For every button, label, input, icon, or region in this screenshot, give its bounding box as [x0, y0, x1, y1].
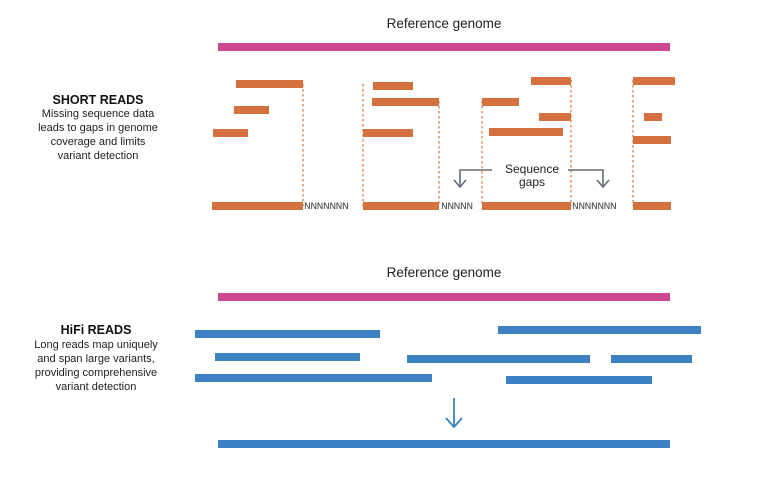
- short-desc-line: leads to gaps in genome: [38, 122, 158, 134]
- hifi-reads-description: Long reads map uniquely and span large v…: [6, 338, 186, 394]
- gap-pointer-arrow-left: [453, 169, 492, 189]
- short-desc-line: variant detection: [57, 150, 139, 162]
- hifi-read: [195, 374, 432, 382]
- short-contig: [633, 202, 671, 210]
- short-read: [234, 106, 269, 114]
- hifi-read: [195, 330, 380, 338]
- short-contig: [363, 202, 439, 210]
- short-contig: [482, 202, 571, 210]
- hifi-read: [611, 355, 692, 363]
- short-read: [482, 98, 519, 106]
- short-read: [213, 129, 248, 137]
- gap-fill-text: NNNNNNN: [572, 202, 617, 212]
- hifi-read: [506, 376, 652, 384]
- short-read: [236, 80, 303, 88]
- gap-pointer-arrow-right: [568, 169, 610, 189]
- hifi-read: [215, 353, 360, 361]
- hifi-assembled-contig: [218, 440, 670, 448]
- hifi-desc-line: providing comprehensive: [34, 367, 158, 379]
- hifi-read: [498, 326, 701, 334]
- hifi-reads-title: HiFi READS: [60, 323, 132, 337]
- short-desc-line: coverage and limits: [50, 136, 146, 148]
- down-arrow-icon: [445, 398, 463, 429]
- hifi-desc-line: Long reads map uniquely: [34, 339, 158, 351]
- short-read: [644, 113, 662, 121]
- short-reference-genome-bar: [218, 43, 670, 51]
- hifi-read: [407, 355, 590, 363]
- hifi-reference-genome-bar: [218, 293, 670, 301]
- short-read: [372, 98, 439, 106]
- short-contig: [212, 202, 303, 210]
- hifi-desc-line: variant detection: [55, 381, 137, 393]
- sequence-gaps-line1: Sequence: [504, 162, 560, 176]
- hifi-reference-title: Reference genome: [386, 265, 502, 280]
- short-read: [633, 136, 671, 144]
- sequence-gaps-label: Sequence gaps: [492, 163, 572, 189]
- gap-fill-text: NNNNN: [441, 202, 473, 212]
- short-read: [633, 77, 675, 85]
- short-read: [539, 113, 571, 121]
- short-read: [489, 128, 563, 136]
- short-reference-title: Reference genome: [386, 16, 502, 31]
- short-reads-description: Missing sequence data leads to gaps in g…: [8, 107, 188, 163]
- gap-fill-text: NNNNNNN: [304, 202, 349, 212]
- short-read: [363, 129, 413, 137]
- hifi-desc-line: and span large variants,: [37, 353, 155, 365]
- sequence-gaps-line2: gaps: [518, 175, 546, 189]
- short-read: [373, 82, 413, 90]
- short-desc-line: Missing sequence data: [41, 108, 155, 120]
- short-read: [531, 77, 571, 85]
- short-reads-title: SHORT READS: [52, 93, 144, 107]
